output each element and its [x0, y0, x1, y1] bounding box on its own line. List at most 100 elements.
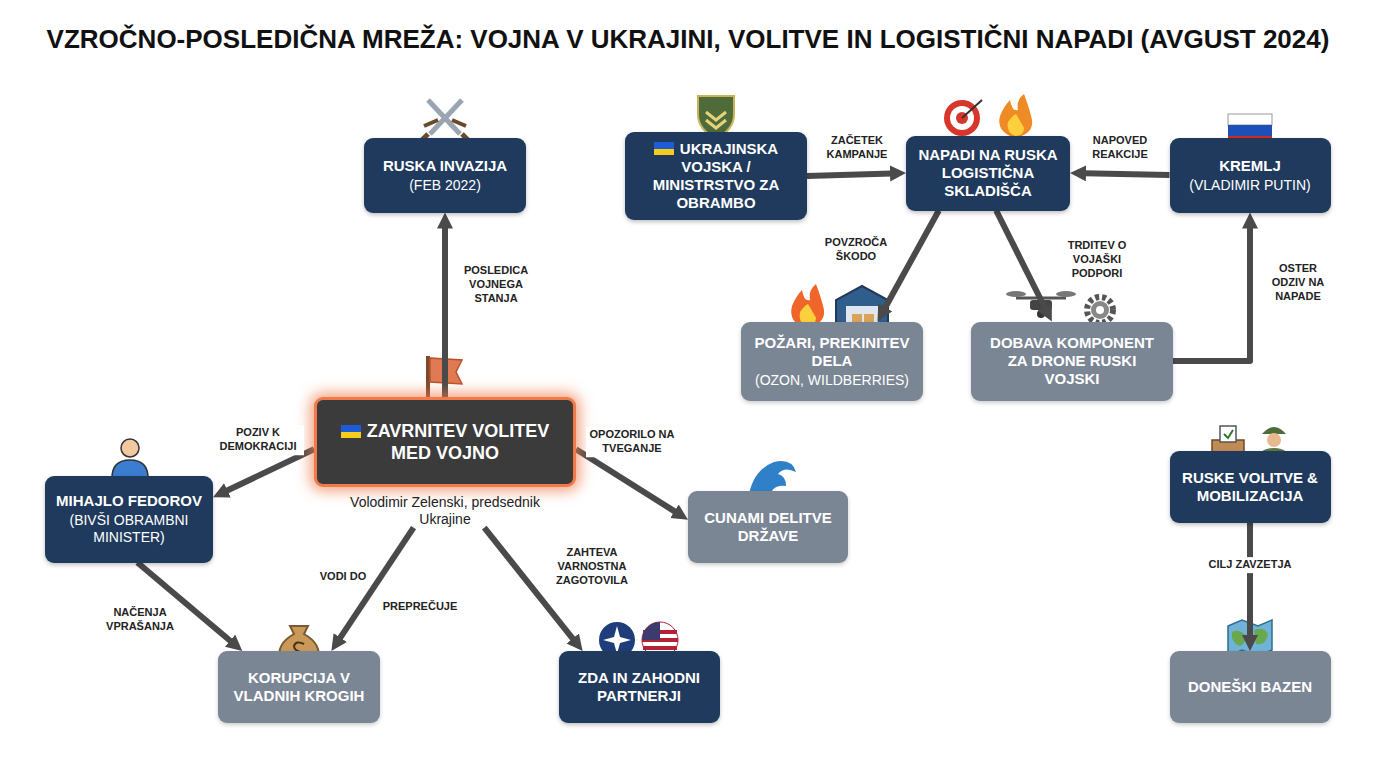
map-icon-part — [1232, 630, 1245, 646]
edge-label: CILJ ZAVZETJA — [1200, 557, 1300, 573]
text-line: (OZON, WILDBERRIES) — [755, 372, 909, 389]
node-subtext: Volodimir Zelenski, predsednik Ukrajine — [350, 494, 540, 527]
target-icon-part — [962, 100, 982, 118]
node-heading: MIHAJLO FEDOROV — [56, 492, 202, 509]
fire-icon-part — [1008, 114, 1024, 136]
gear-icon-part — [1096, 306, 1104, 314]
text-line: RUSKE VOLITVE & MOBILIZACIJA — [1180, 469, 1321, 505]
soldier-icon-part — [1267, 433, 1281, 447]
text-line: (FEB 2022) — [409, 177, 481, 194]
connector-arrow — [576, 449, 676, 512]
nato-icon-part — [603, 626, 631, 654]
text-line: ZDA IN ZAHODNI PARTNERJI — [569, 669, 710, 705]
node-heading: DONEŠKI BAZEN — [1188, 678, 1312, 695]
consequence-box: DONEŠKI BAZEN — [1170, 651, 1331, 723]
edge-label: VODI DO — [315, 569, 371, 585]
edge-label: ZAHTEVA VARNOSTNA ZAGOTOVILA — [542, 545, 642, 588]
text-line: (VLADIMIR PUTIN) — [1189, 177, 1310, 194]
text-line: CUNAMI DELITVE DRŽAVE — [698, 509, 838, 545]
node-heading: RUSKE VOLITVE & MOBILIZACIJA — [1182, 469, 1318, 504]
node-subtext: (BIVŠI OBRAMBNI MINISTER) — [69, 512, 188, 545]
russian-flag-icon-part — [1228, 125, 1272, 136]
actor-box: MIHAJLO FEDOROV (BIVŠI OBRAMBNI MINISTER) — [45, 476, 213, 563]
edge-label: ZAČETEK KAMPANJE — [820, 133, 894, 163]
consequence-box: KORUPCIJA V VLADNIH KROGIH — [218, 651, 380, 723]
title-bar: VZROČNO-POSLEDIČNA MREŽA: VOJNA V UKRAJI… — [0, 24, 1376, 55]
node-heading: KREMLJ — [1219, 157, 1281, 174]
shield-icon-part — [706, 120, 726, 128]
warehouse-icon-part — [836, 286, 888, 326]
connector-arrow — [884, 211, 939, 310]
map-icon-part — [1254, 629, 1268, 645]
drone-icon-part — [1006, 291, 1026, 297]
node-subtext: (OZON, WILDBERRIES) — [755, 372, 909, 388]
text-line: Volodimir Zelenski, predsednik Ukrajine — [340, 494, 550, 528]
edge-label: NAČENJA VPRAŠANJA — [98, 605, 182, 635]
event-box: RUSKE VOLITVE & MOBILIZACIJA — [1170, 451, 1331, 523]
edge-label: NAPOVED REAKCIJE — [1079, 133, 1161, 163]
gear-icon-part — [1091, 301, 1109, 319]
connector-arrow — [1247, 523, 1253, 637]
node-heading: NAPADI NA RUSKA LOGISTIČNA SKLADIŠČA — [918, 146, 1057, 199]
text-line: MIHAJLO FEDOROV — [56, 492, 202, 510]
edge-label: POSLEDICA VOJNEGA STANJA — [454, 263, 538, 306]
highlight-box: ZAVRNITEV VOLITEV MED VOJNO — [314, 397, 576, 487]
text-line: RUSKA INVAZIJA — [383, 157, 507, 175]
connector-arrow — [1173, 227, 1250, 362]
edge-label: OSTER ODZIV NA NAPADE — [1258, 261, 1338, 304]
ballot-box-icon-part — [1220, 426, 1236, 442]
consequence-box: CUNAMI DELITVE DRŽAVE — [688, 491, 848, 563]
target-icon — [944, 100, 982, 136]
event-box: NAPADI NA RUSKA LOGISTIČNA SKLADIŠČA — [906, 136, 1070, 211]
soldier-icon-part — [1262, 427, 1286, 434]
gear-icon — [1087, 297, 1113, 323]
connector-arrow — [1084, 173, 1170, 175]
text-line: ZAVRNITEV VOLITEV MED VOJNO — [329, 420, 561, 465]
us-flag-icon-part — [642, 622, 660, 640]
person-icon-part — [121, 439, 139, 457]
text-line: DOBAVA KOMPONENT ZA DRONE RUSKI VOJSKI — [981, 334, 1163, 388]
text-line: DONEŠKI BAZEN — [1188, 678, 1312, 696]
swords-icon-part — [430, 100, 462, 134]
central-node: ZAVRNITEV VOLITEV MED VOJNO Volodimir Zel… — [314, 397, 576, 528]
fire-icon-part — [999, 94, 1032, 138]
actor-box: UKRAJINSKA VOJSKA / MINISTRSTVO ZA OBRAM… — [625, 132, 807, 220]
edge-label: TRDITEV O VOJAŠKI PODPORI — [1043, 238, 1151, 281]
ukraine-flag — [654, 142, 674, 155]
node-heading: RUSKA INVAZIJA — [383, 157, 507, 174]
fire-icon — [999, 94, 1032, 138]
node-heading: ZDA IN ZAHODNI PARTNERJI — [578, 669, 700, 704]
node-heading: CUNAMI DELITVE DRŽAVE — [704, 509, 832, 544]
edge-label: PREPREČUJE — [380, 599, 461, 615]
edge-label: POZIV K DEMOKRACIJI — [212, 425, 304, 455]
drone-icon-part — [1056, 291, 1076, 297]
text-line: KREMLJ — [1219, 157, 1281, 175]
text-line: (BIVŠI OBRAMBNI MINISTER) — [55, 512, 203, 546]
swords-icon-part — [424, 120, 438, 126]
text-line: POŽARI, PREKINITEV DELA — [751, 334, 913, 370]
text-line: NAPADI NA RUSKA LOGISTIČNA SKLADIŠČA — [916, 146, 1060, 200]
diagram-title: VZROČNO-POSLEDIČNA MREŽA: VOJNA V UKRAJI… — [47, 24, 1330, 55]
person-icon — [112, 439, 148, 478]
node-subtext: (FEB 2022) — [409, 177, 481, 193]
connector-arrow — [996, 211, 1045, 309]
event-box: RUSKA INVAZIJA (FEB 2022) — [364, 138, 526, 213]
shield-icon-part — [706, 112, 726, 120]
actor-box: ZDA IN ZAHODNI PARTNERJI — [559, 651, 720, 723]
gear-icon-part — [1087, 297, 1113, 323]
russian-flag-icon-part — [1228, 114, 1272, 125]
ballot-box-icon-part — [1224, 430, 1233, 438]
consequence-box: POŽARI, PREKINITEV DELA (OZON, WILDBERRIE… — [741, 322, 923, 401]
text-line: UKRAJINSKA VOJSKA / MINISTRSTVO ZA OBRAM… — [635, 140, 797, 212]
connector-arrow — [226, 449, 314, 491]
consequence-box: DOBAVA KOMPONENT ZA DRONE RUSKI VOJSKI — [971, 322, 1173, 401]
node-subtext: (VLADIMIR PUTIN) — [1189, 177, 1310, 193]
swords-icon — [422, 100, 468, 140]
node-heading: DOBAVA KOMPONENT ZA DRONE RUSKI VOJSKI — [990, 334, 1154, 387]
ukraine-flag — [341, 425, 361, 438]
node-heading: ZAVRNITEV VOLITEV MED VOJNO — [367, 421, 550, 464]
drone-icon-part — [1037, 310, 1045, 318]
edge-label: OPOZORILO NA TVEGANJE — [586, 427, 678, 457]
